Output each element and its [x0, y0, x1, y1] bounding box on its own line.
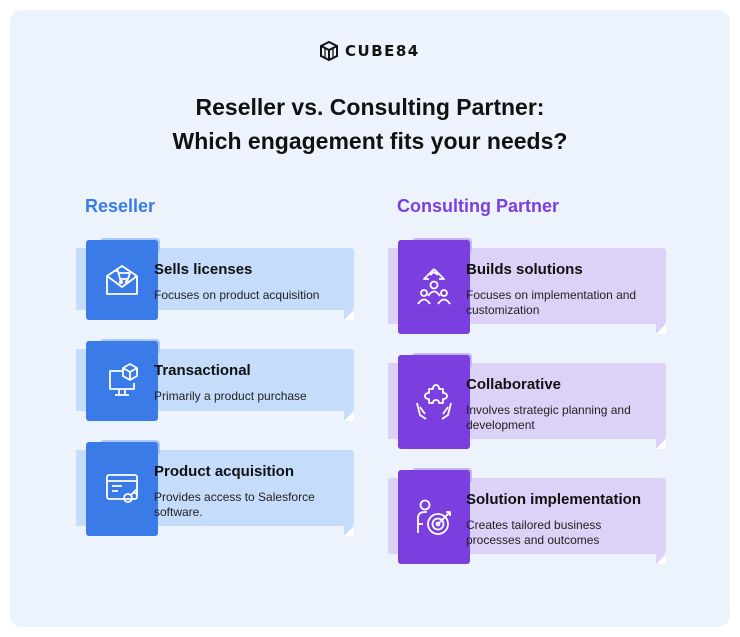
- cube-icon: [320, 40, 338, 62]
- title-line-1: Reseller vs. Consulting Partner:: [195, 94, 545, 120]
- monitor-cube-icon: [109, 363, 138, 396]
- card-title: Collaborative: [466, 376, 562, 393]
- card-description: Focuses on implementation and customizat…: [466, 288, 637, 317]
- envelope-cart-icon: [106, 265, 138, 295]
- card-icon-block: [398, 240, 470, 334]
- card-title: Builds solutions: [466, 261, 583, 278]
- partner-card-collaborative: Collaborative Involves strategic plannin…: [388, 353, 666, 449]
- card-panel: [138, 248, 354, 310]
- consulting-partner-heading: Consulting Partner: [397, 196, 560, 216]
- reseller-card-sells-licenses: Sells licenses Focuses on product acquis…: [76, 238, 354, 320]
- card-fold-corner: [656, 554, 666, 564]
- brand-logo: CUBE84: [318, 40, 420, 62]
- browser-key-icon: [106, 474, 138, 503]
- card-icon-block: [86, 442, 158, 536]
- card-panel: [450, 363, 666, 439]
- reseller-card-transactional: Transactional Primarily a product purcha…: [76, 339, 354, 421]
- card-panel: [138, 349, 354, 411]
- card-title: Product acquisition: [154, 463, 295, 480]
- card-title: Transactional: [154, 362, 251, 379]
- card-title: Solution implementation: [466, 491, 641, 508]
- card-icon-block: [86, 240, 158, 320]
- card-icon-block: [398, 355, 470, 449]
- person-target-icon: [417, 499, 451, 535]
- title-line-2: Which engagement fits your needs?: [172, 128, 568, 154]
- reseller-card-product-acquisition: Product acquisition Provides access to S…: [76, 440, 354, 536]
- card-description: Creates tailored business processes and …: [466, 518, 602, 547]
- hands-puzzle-icon: [416, 384, 452, 420]
- card-fold-corner: [344, 310, 354, 320]
- reseller-heading: Reseller: [85, 196, 156, 216]
- brand-name: CUBE84: [345, 42, 420, 60]
- card-fold-corner: [344, 526, 354, 536]
- card-fold-corner: [344, 411, 354, 421]
- card-icon-block: [86, 341, 158, 421]
- card-description: Primarily a product purchase: [154, 389, 307, 403]
- page-title: Reseller vs. Consulting Partner: Which e…: [0, 90, 740, 158]
- card-description: Provides access to Salesforce software.: [154, 490, 315, 519]
- card-panel: [138, 450, 354, 526]
- card-description: Involves strategic planning and developm…: [466, 403, 631, 432]
- partner-card-solution-implementation: Solution implementation Creates tailored…: [388, 468, 666, 564]
- team-growth-icon: [417, 268, 451, 305]
- card-panel: [450, 248, 666, 324]
- card-panel: [450, 478, 666, 554]
- card-title: Sells licenses: [154, 261, 253, 278]
- card-description: Focuses on product acquisition: [154, 288, 320, 302]
- card-fold-corner: [656, 439, 666, 449]
- card-icon-block: [398, 470, 470, 564]
- card-fold-corner: [656, 324, 666, 334]
- partner-card-builds-solutions: Builds solutions Focuses on implementati…: [388, 238, 666, 334]
